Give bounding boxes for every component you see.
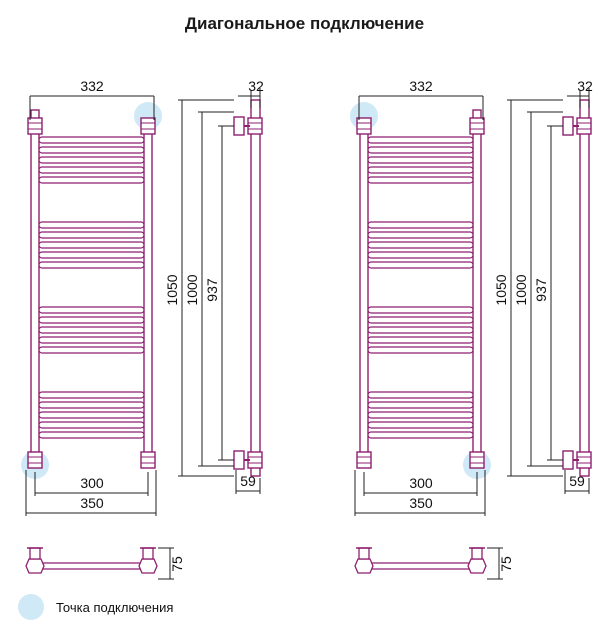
towel-bar — [367, 411, 474, 419]
towel-bar — [38, 176, 145, 184]
plan-valve — [29, 547, 41, 560]
dim-height-mid: 1000 — [513, 274, 529, 305]
towel-bar — [38, 326, 145, 334]
towel-bar — [38, 316, 145, 324]
towel-bar — [38, 306, 145, 314]
dim-width-total: 350 — [80, 495, 104, 511]
dim-bottom-depth: 75 — [169, 556, 185, 572]
towel-bar — [38, 411, 145, 419]
page-title: Диагональное подключение — [184, 14, 425, 33]
towel-bar — [367, 231, 474, 239]
fitting-bottom-left — [356, 451, 372, 469]
towel-bar — [38, 136, 145, 144]
dim-height-mid: 1000 — [184, 274, 200, 305]
side-valve-top — [562, 116, 574, 136]
dim-width-axis: 300 — [80, 475, 104, 491]
fitting-bottom-left — [27, 451, 43, 469]
towel-bar — [38, 401, 145, 409]
left-rail — [359, 109, 369, 459]
towel-bar — [38, 231, 145, 239]
side-rail — [579, 99, 590, 477]
towel-bar — [38, 166, 145, 174]
dim-height-axis: 937 — [533, 278, 549, 302]
towel-bar — [38, 221, 145, 229]
plan-nut-left — [354, 558, 374, 574]
dim-width-top: 332 — [80, 78, 104, 94]
towel-bar — [367, 401, 474, 409]
towel-bar — [367, 156, 474, 164]
plan-nut-right — [467, 558, 487, 574]
fitting-bottom-right — [469, 451, 485, 469]
towel-bar — [38, 241, 145, 249]
towel-bar — [38, 156, 145, 164]
towel-bar — [367, 176, 474, 184]
connection-point-swatch — [18, 594, 44, 620]
plan-valve — [358, 547, 370, 560]
towel-bar — [38, 261, 145, 269]
side-fitting-bottom — [576, 451, 592, 469]
fitting-top-right — [469, 117, 485, 135]
towel-bar — [367, 306, 474, 314]
towel-bar — [367, 241, 474, 249]
left-rail — [30, 109, 40, 459]
fitting-bottom-right — [140, 451, 156, 469]
towel-bar — [367, 431, 474, 439]
towel-bar — [367, 251, 474, 259]
plan-bar — [38, 562, 145, 570]
dim-height-total: 1050 — [493, 274, 509, 305]
towel-bar — [367, 421, 474, 429]
towel-bar — [38, 336, 145, 344]
side-fitting-bottom — [247, 451, 263, 469]
fitting-top-right — [140, 117, 156, 135]
side-fitting-top — [576, 117, 592, 135]
plan-nut-left — [25, 558, 45, 574]
right-rail — [472, 109, 482, 459]
towel-bar — [38, 146, 145, 154]
dim-depth: 32 — [248, 78, 264, 94]
dim-width-top: 332 — [409, 78, 433, 94]
towel-bar — [367, 166, 474, 174]
dim-offset: 59 — [240, 473, 256, 489]
towel-bar — [367, 146, 474, 154]
side-valve-bottom — [562, 450, 574, 470]
towel-bar — [367, 136, 474, 144]
towel-bar — [367, 316, 474, 324]
legend: Точка подключения — [18, 594, 173, 620]
side-rail — [250, 99, 261, 477]
dim-depth: 32 — [577, 78, 593, 94]
plan-bar — [367, 562, 474, 570]
dim-offset: 59 — [569, 473, 585, 489]
towel-bar — [367, 391, 474, 399]
dim-height-axis: 937 — [204, 278, 220, 302]
dim-width-axis: 300 — [409, 475, 433, 491]
towel-bar — [38, 251, 145, 259]
dim-bottom-depth: 75 — [498, 556, 514, 572]
towel-bar — [367, 326, 474, 334]
plan-nut-right — [138, 558, 158, 574]
plan-valve — [471, 547, 483, 560]
fitting-top-left — [27, 117, 43, 135]
towel-bar — [38, 431, 145, 439]
towel-bar — [367, 221, 474, 229]
side-valve-bottom — [233, 450, 245, 470]
fitting-top-left — [356, 117, 372, 135]
dim-height-total: 1050 — [164, 274, 180, 305]
towel-bar — [367, 261, 474, 269]
towel-bar — [38, 391, 145, 399]
towel-bar — [38, 421, 145, 429]
towel-bar — [367, 336, 474, 344]
legend-label: Точка подключения — [56, 599, 174, 615]
right-rail — [143, 109, 153, 459]
side-fitting-top — [247, 117, 263, 135]
towel-bar — [367, 346, 474, 354]
plan-valve — [142, 547, 154, 560]
dim-width-total: 350 — [409, 495, 433, 511]
side-valve-top — [233, 116, 245, 136]
towel-bar — [38, 346, 145, 354]
